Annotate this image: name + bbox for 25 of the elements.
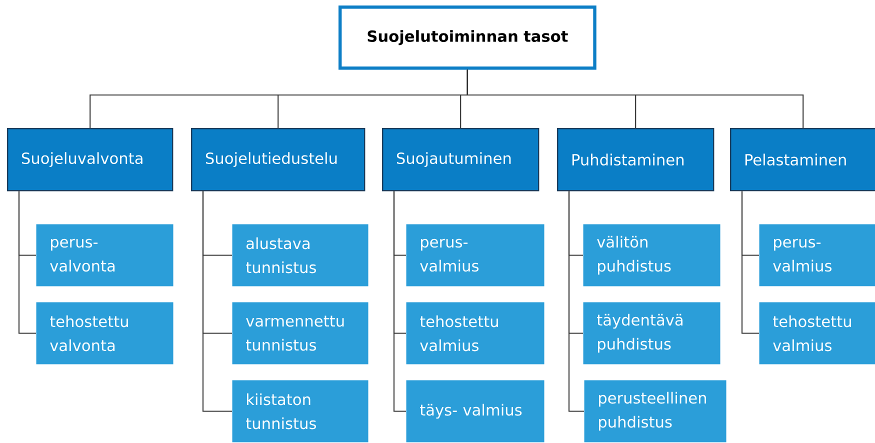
- category-box: Suojelutiedustelu: [191, 128, 366, 192]
- connector-line: [741, 191, 759, 334]
- connector-line: [568, 191, 584, 412]
- level-box: perus- valmius: [406, 224, 544, 286]
- level-box: tehostettu valmius: [759, 302, 875, 364]
- category-box: Suojautuminen: [382, 128, 540, 192]
- level-box: täydentävä puhdistus: [583, 302, 720, 364]
- level-box: tehostettu valvonta: [36, 302, 174, 364]
- level-box: kiistaton tunnistus: [232, 380, 368, 442]
- level-box: perusteellinen puhdistus: [584, 380, 726, 442]
- level-box: varmennettu tunnistus: [232, 302, 368, 364]
- level-box: tehostettu valmius: [406, 302, 544, 364]
- level-box: täys- valmius: [406, 380, 544, 442]
- category-box: Puhdistaminen: [557, 128, 714, 192]
- title-box: Suojelutoiminnan tasot: [338, 6, 596, 70]
- connector-line: [18, 191, 36, 334]
- level-box: perus- valmius: [759, 224, 875, 286]
- connector-line: [393, 191, 406, 412]
- level-box: alustava tunnistus: [232, 224, 368, 286]
- category-box: Suojeluvalvonta: [7, 128, 174, 192]
- level-box: välitön puhdistus: [583, 224, 720, 286]
- connector-line: [466, 70, 804, 128]
- category-box: Pelastaminen: [730, 128, 875, 192]
- connector-line: [202, 191, 232, 412]
- level-box: perus- valvonta: [36, 224, 174, 286]
